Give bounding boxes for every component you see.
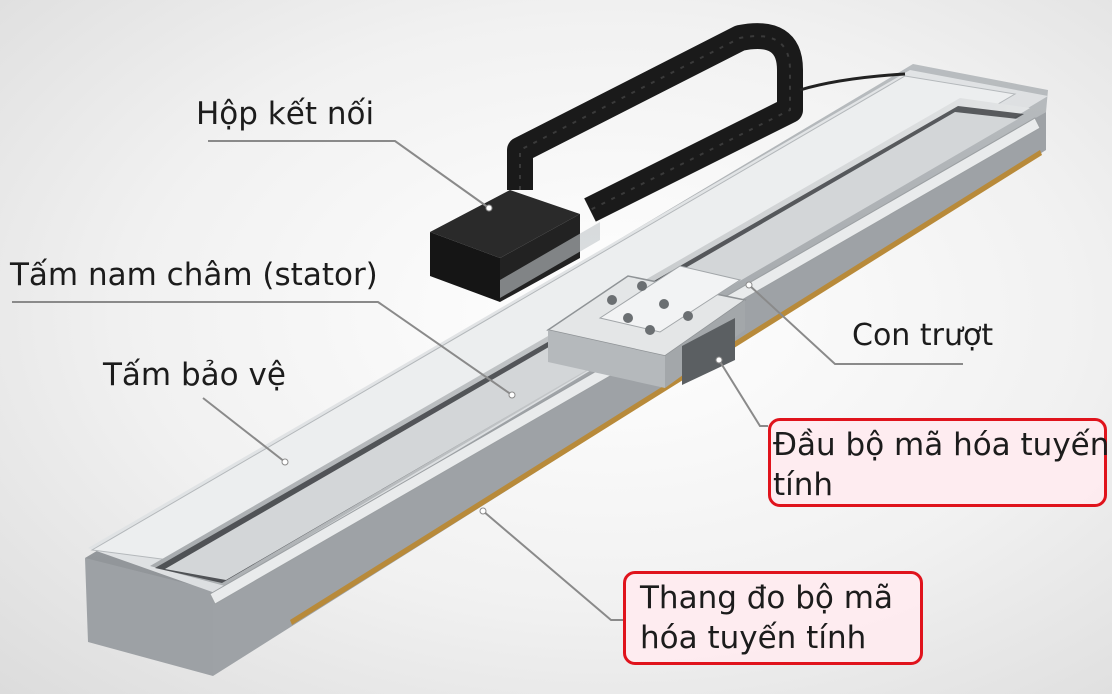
cable-carrier bbox=[507, 23, 906, 222]
leader-dots bbox=[281, 204, 753, 515]
encoder-scale-strip bbox=[290, 150, 1042, 625]
encoder-scale-line-2: hóa tuyến tính bbox=[640, 620, 867, 656]
label-junction-box: Hộp kết nối bbox=[196, 96, 375, 132]
callout-encoder-scale: Thang đo bộ mã hóa tuyến tính bbox=[623, 571, 923, 665]
junction-box bbox=[430, 190, 600, 302]
leader-lines bbox=[12, 140, 963, 621]
slider-carriage bbox=[546, 265, 747, 388]
encoder-head-line-2: tính bbox=[773, 467, 834, 503]
callout-encoder-head: Đầu bộ mã hóa tuyến tính bbox=[768, 418, 1110, 507]
label-magnet-stator: Tấm nam châm (stator) bbox=[10, 257, 378, 293]
encoder-scale-line-1: Thang đo bộ mã bbox=[640, 580, 893, 616]
encoder-head-line-1: Đầu bộ mã hóa tuyến bbox=[773, 427, 1110, 463]
label-cover-plate: Tấm bảo vệ bbox=[103, 357, 286, 393]
label-slider: Con trượt bbox=[852, 318, 994, 353]
